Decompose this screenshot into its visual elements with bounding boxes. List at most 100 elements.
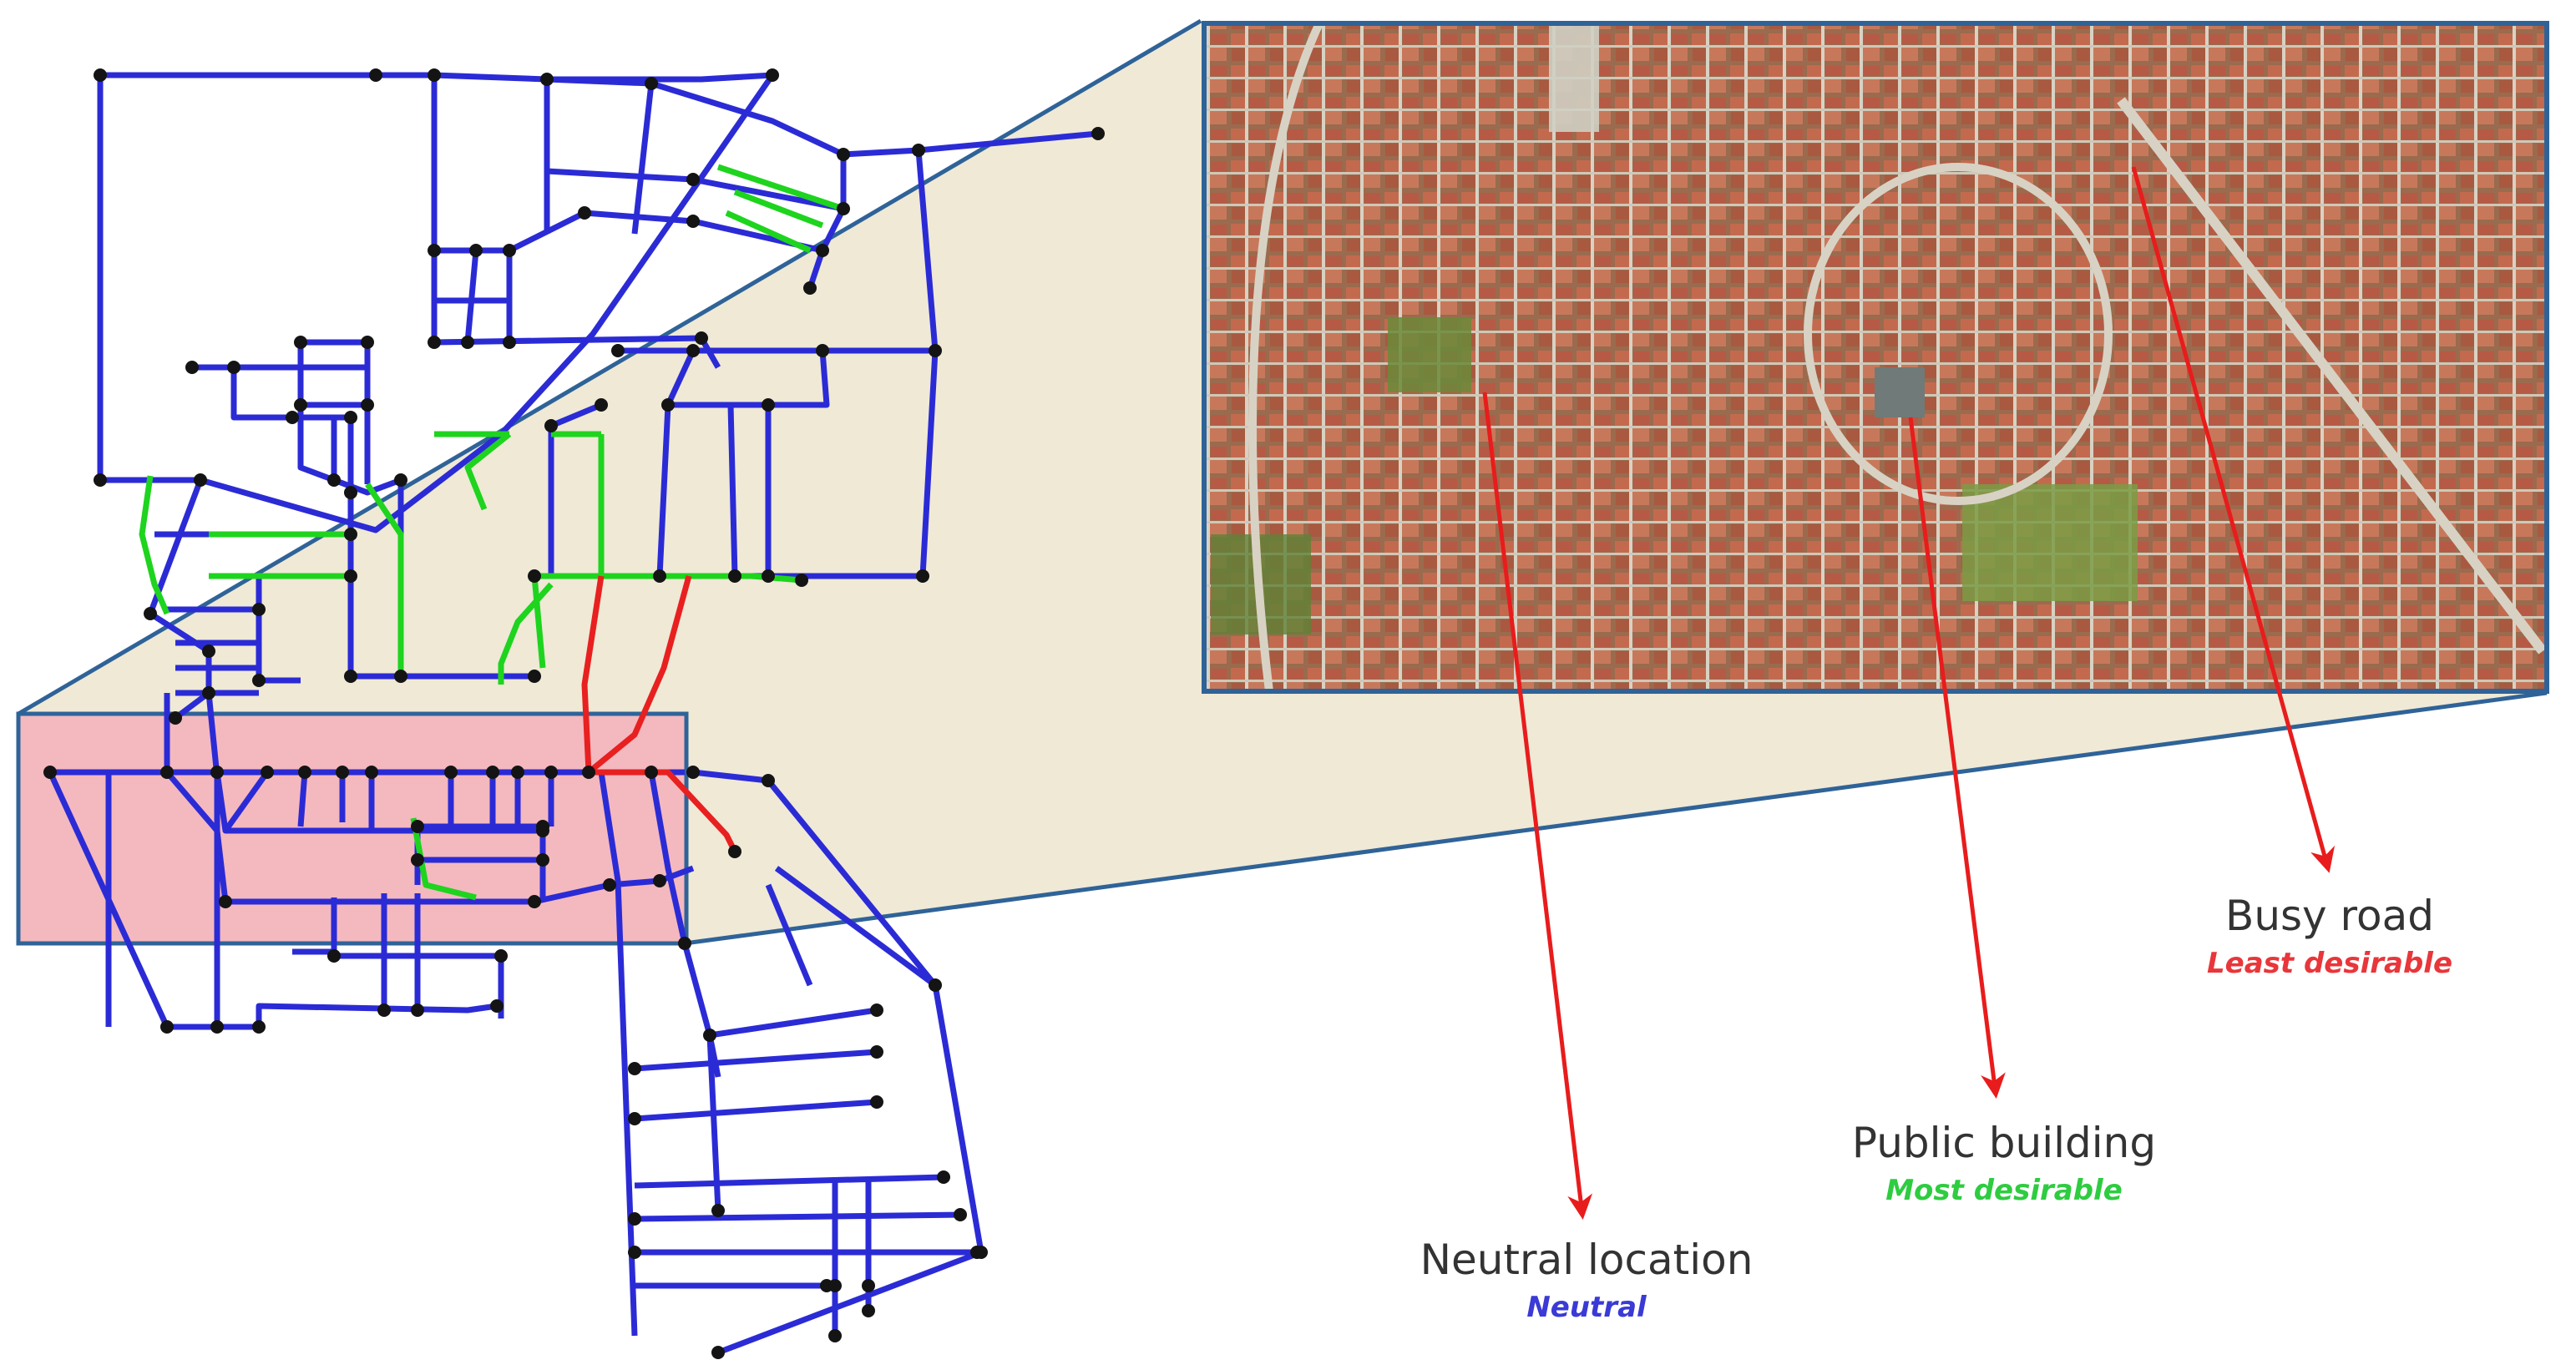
arrow-busy-road — [2131, 166, 2336, 873]
network-node — [974, 1246, 988, 1259]
network-node — [795, 574, 808, 587]
network-node — [294, 398, 307, 412]
network-node — [394, 670, 407, 683]
network-node — [912, 144, 925, 157]
network-node — [202, 686, 215, 700]
network-node — [653, 874, 666, 887]
network-node — [444, 766, 458, 779]
pipe-segment — [147, 73, 775, 615]
network-node — [210, 766, 224, 779]
network-node — [43, 766, 57, 779]
network-node — [511, 766, 524, 779]
pipe-segment — [733, 189, 824, 229]
pipe-segment — [546, 76, 1099, 158]
network-node — [544, 766, 558, 779]
network-node — [536, 853, 549, 867]
network-node — [536, 820, 549, 833]
network-node — [227, 361, 240, 374]
network-node — [695, 331, 708, 345]
pipe-segment — [665, 349, 830, 408]
pipe-segment — [301, 339, 371, 408]
network-node — [870, 1003, 883, 1017]
network-node — [344, 411, 357, 424]
network-node — [937, 1170, 950, 1184]
network-node — [803, 281, 817, 295]
network-node — [327, 949, 341, 963]
network-node — [528, 670, 541, 683]
network-node — [503, 336, 516, 349]
network-node — [678, 937, 691, 950]
network-node — [1091, 127, 1105, 140]
network-node — [611, 344, 625, 357]
network-node — [645, 77, 658, 90]
network-node — [862, 1304, 875, 1317]
callout-title: Public building — [1851, 1119, 2157, 1167]
network-node — [369, 68, 382, 82]
network-node — [394, 473, 407, 487]
network-node — [286, 411, 299, 424]
pipe-segment — [589, 769, 738, 853]
network-node — [816, 244, 829, 257]
network-node — [929, 978, 942, 992]
pipe-segment — [192, 364, 292, 421]
pipe-segment — [47, 771, 498, 1030]
network-node — [194, 473, 207, 487]
pipe-segment — [410, 817, 477, 901]
network-node — [816, 344, 829, 357]
network-node — [344, 670, 357, 683]
network-node — [377, 1003, 391, 1017]
callout-busy-road: Busy road Least desirable — [2188, 892, 2472, 980]
callout-rating: Neutral — [1526, 1291, 1647, 1324]
pipe-segment — [149, 611, 212, 720]
network-node — [469, 244, 483, 257]
network-node — [252, 674, 266, 687]
pipe-segment — [139, 475, 170, 615]
pipe-segment — [807, 154, 847, 290]
pipe-segment — [648, 771, 688, 944]
network-node — [828, 1329, 842, 1342]
pipe-segment — [205, 692, 220, 777]
network-node — [94, 473, 107, 487]
network-node — [870, 1045, 883, 1059]
pipe-segment — [634, 1174, 944, 1189]
network-node — [411, 1003, 424, 1017]
pipe-segment — [727, 404, 738, 577]
satellite-map-icon — [1204, 21, 2547, 692]
network-node — [411, 820, 424, 833]
network-node — [762, 398, 775, 412]
network-node — [528, 569, 541, 583]
network-node — [494, 949, 508, 963]
pipe-segment — [634, 1099, 878, 1122]
pipe-segment — [531, 575, 546, 669]
network-node — [711, 1204, 725, 1217]
network-node — [365, 766, 378, 779]
callout-public-building: Public building Most desirable — [1812, 1119, 2196, 1207]
pipe-segment — [297, 771, 308, 827]
network-node — [762, 569, 775, 583]
pipe-segment — [706, 1034, 721, 1078]
network-node — [540, 73, 554, 86]
network-node — [916, 569, 929, 583]
pipe-segment — [97, 75, 200, 483]
zoom-edge-bottom — [684, 690, 2548, 946]
callout-title: Neutral location — [1420, 1236, 1754, 1284]
network-node — [582, 766, 595, 779]
pipe-segment — [584, 210, 823, 254]
network-node — [252, 1020, 266, 1034]
network-node — [261, 766, 274, 779]
network-node — [628, 1062, 641, 1075]
arrow-neutral-location — [1482, 392, 1593, 1220]
network-node — [411, 853, 424, 867]
pipe-segment — [681, 943, 878, 1039]
network-node — [703, 1029, 716, 1042]
pipe-segment — [534, 573, 802, 584]
zoom-edge-top — [17, 18, 1202, 716]
network-node — [461, 336, 474, 349]
network-node — [870, 1095, 883, 1109]
network-node — [298, 766, 311, 779]
network-node — [595, 398, 608, 412]
network-node — [645, 766, 658, 779]
network-node — [202, 645, 215, 658]
network-node — [428, 244, 441, 257]
network-node — [837, 202, 850, 215]
